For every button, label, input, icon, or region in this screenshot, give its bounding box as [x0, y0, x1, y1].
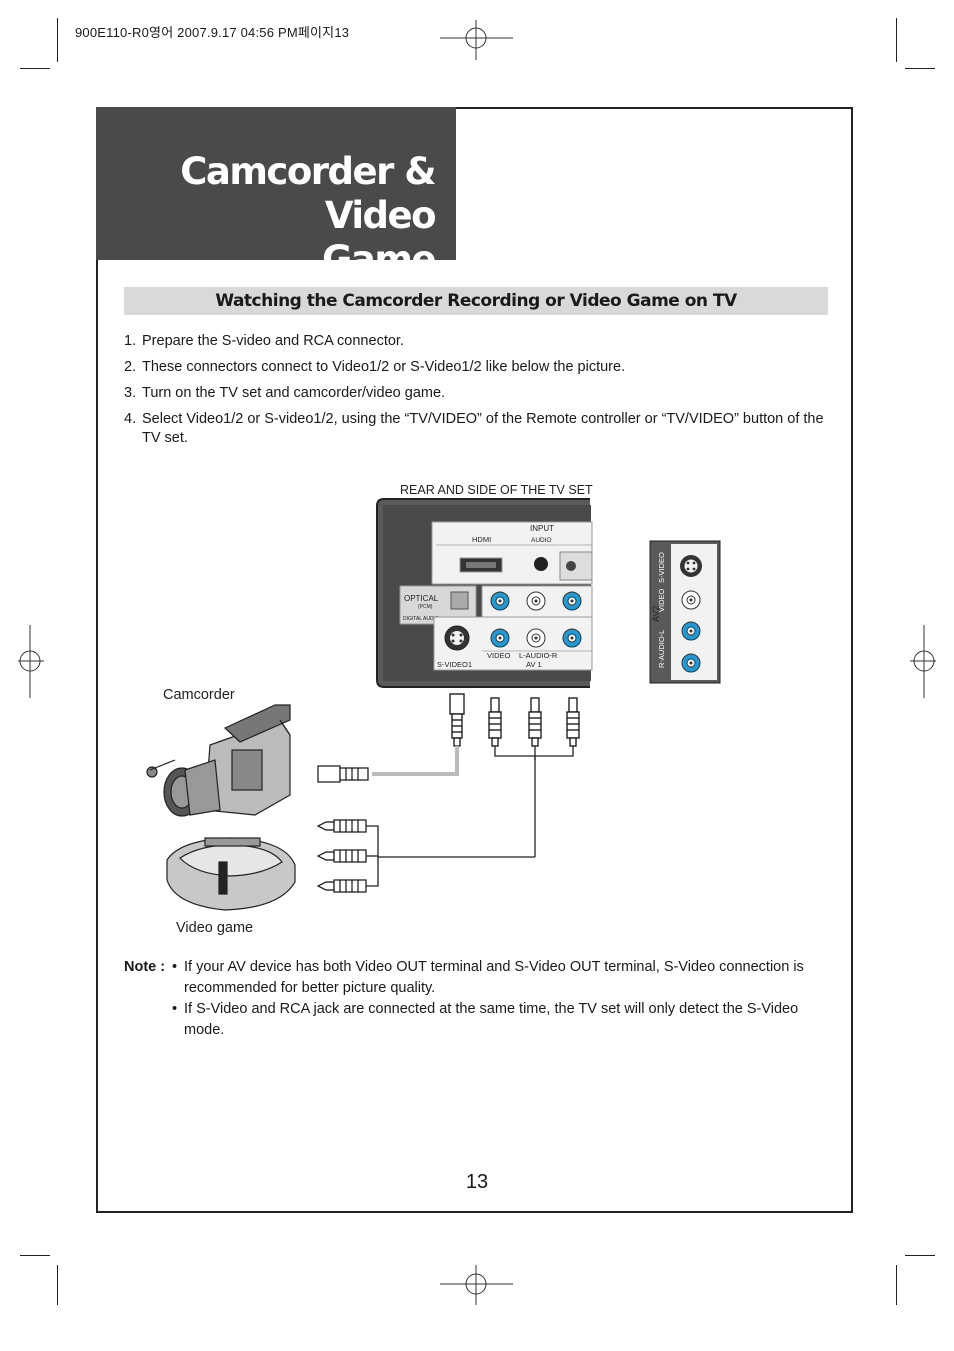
svg-text:L-AUDIO-R: L-AUDIO-R — [519, 651, 558, 660]
step-text: Turn on the TV set and camcorder/video g… — [142, 385, 446, 401]
video-game-icon — [166, 837, 296, 911]
steps-list: 1.Prepare the S-video and RCA connector.… — [124, 332, 824, 455]
svg-text:R-AUDIO-L: R-AUDIO-L — [657, 630, 666, 668]
video-game-label: Video game — [176, 920, 253, 936]
section-bar — [124, 287, 828, 315]
svg-text:AV 1: AV 1 — [526, 660, 542, 669]
step-item: 4.Select Video1/2 or S-video1/2, using t… — [124, 411, 824, 446]
page-frame — [96, 107, 853, 1213]
svg-text:AUDIO: AUDIO — [531, 537, 552, 544]
svg-text:(PCM): (PCM) — [418, 604, 433, 610]
svg-text:S-VIDEO1: S-VIDEO1 — [437, 660, 472, 669]
svg-text:HDMI: HDMI — [472, 535, 491, 544]
svg-text:OPTICAL: OPTICAL — [404, 594, 439, 603]
note-item: • If your AV device has both Video OUT t… — [172, 959, 804, 996]
svg-text:S-VIDEO: S-VIDEO — [657, 552, 666, 583]
notes-block: Note : • If your AV device has both Vide… — [124, 957, 824, 1041]
page-number: 13 — [465, 1171, 489, 1193]
note-text: If your AV device has both Video OUT ter… — [184, 959, 804, 996]
svg-text:INPUT: INPUT — [530, 524, 554, 533]
print-header: 900E110-R0영어 2007.9.17 04:56 PM페이지13 — [75, 25, 350, 40]
tv-rear-panel: INPUT HDMI AUDIO OPTICAL (PCM) DIGITAL A… — [376, 498, 593, 688]
title-box — [96, 107, 456, 260]
step-item: 3.Turn on the TV set and camcorder/video… — [124, 385, 446, 401]
note-item: • If S-Video and RCA jack are connected … — [172, 1001, 799, 1038]
svg-text:DIGITAL AUDIO: DIGITAL AUDIO — [403, 616, 439, 622]
device-plugs — [316, 765, 369, 893]
title-line-1: Camcorder & Video — [180, 150, 436, 237]
tv-plugs — [449, 693, 580, 747]
camcorder-icon — [146, 704, 291, 817]
step-text: Select Video1/2 or S-video1/2, using the… — [142, 411, 824, 446]
tv-side-panel: S-VIDEO VIDEO R-AUDIO-L AV2 — [649, 540, 721, 684]
step-item: 1.Prepare the S-video and RCA connector. — [124, 333, 404, 349]
cables — [365, 746, 574, 887]
step-text: Prepare the S-video and RCA connector. — [142, 333, 404, 349]
diagram-caption: REAR AND SIDE OF THE TV SET — [400, 483, 593, 497]
svg-text:AV2: AV2 — [651, 606, 661, 622]
camcorder-label: Camcorder — [163, 687, 235, 703]
svg-text:VIDEO: VIDEO — [657, 588, 666, 612]
note-label: Note : — [124, 959, 166, 975]
section-title: Watching the Camcorder Recording or Vide… — [215, 291, 737, 311]
step-text: These connectors connect to Video1/2 or … — [142, 359, 626, 375]
step-item: 2.These connectors connect to Video1/2 o… — [124, 359, 626, 375]
note-text: If S-Video and RCA jack are connected at… — [184, 1001, 799, 1038]
svg-text:VIDEO: VIDEO — [487, 651, 511, 660]
